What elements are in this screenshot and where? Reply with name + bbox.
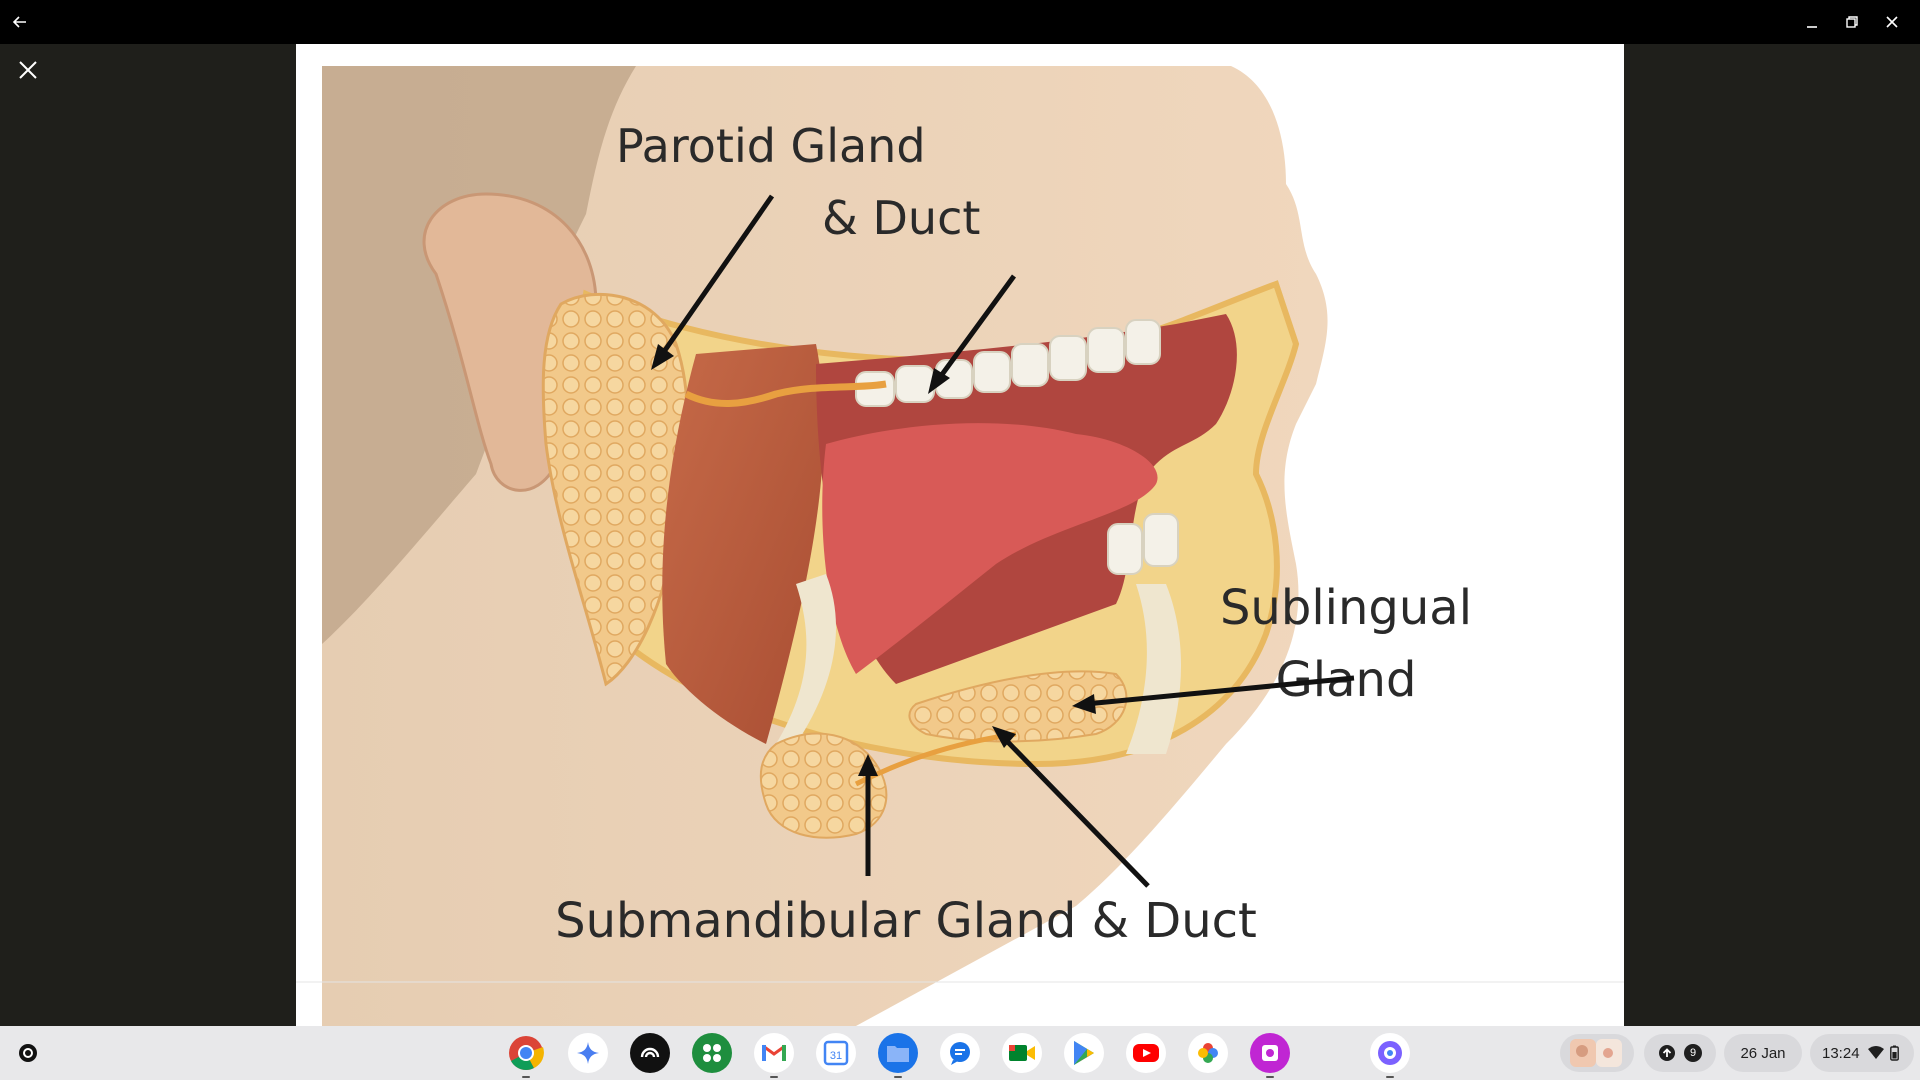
- notification-count: 9: [1684, 1044, 1702, 1062]
- date-text: 26 Jan: [1740, 1044, 1786, 1062]
- parotid-duct: [684, 380, 887, 407]
- sublingual-gland: [908, 670, 1128, 743]
- battery-icon: [1889, 1045, 1899, 1061]
- youtube-app[interactable]: [1126, 1033, 1166, 1073]
- image-viewer: Parotid Gland & Duct Sublingual Gland Su…: [0, 44, 1920, 1049]
- screen-recorder-icon: [1262, 1045, 1278, 1061]
- submandibular-gland: [759, 732, 888, 839]
- launcher-button[interactable]: [10, 1035, 46, 1071]
- podcast-icon: [640, 1047, 660, 1058]
- diagram-image: Parotid Gland & Duct Sublingual Gland Su…: [296, 44, 1624, 1026]
- status-tray-button[interactable]: 13:24: [1810, 1034, 1914, 1072]
- play-store-icon: [1074, 1041, 1094, 1065]
- close-icon: [19, 61, 37, 79]
- photos-icon: [1198, 1043, 1218, 1063]
- holding-space-button[interactable]: [1560, 1034, 1634, 1072]
- gmail-icon: [762, 1044, 786, 1061]
- restore-icon: [1846, 16, 1858, 28]
- minimize-button[interactable]: [1796, 6, 1828, 38]
- meet-app[interactable]: [1002, 1033, 1042, 1073]
- gmail-app[interactable]: [754, 1033, 794, 1078]
- submandibular-duct: [854, 731, 1017, 787]
- files-icon: [887, 1046, 909, 1062]
- gemini-app[interactable]: [568, 1033, 608, 1073]
- jaw-bone: [776, 574, 836, 744]
- messages-app[interactable]: [940, 1033, 980, 1073]
- upload-icon: [1659, 1045, 1675, 1061]
- lower-teeth: [1107, 513, 1179, 575]
- photos-app[interactable]: [1188, 1033, 1228, 1073]
- meet-icon: [1009, 1045, 1035, 1061]
- files-app[interactable]: [878, 1033, 918, 1078]
- arrow-left-icon: [12, 16, 26, 28]
- screen-recorder-app[interactable]: [1250, 1033, 1290, 1078]
- podcast-app[interactable]: [630, 1033, 670, 1073]
- camera-app[interactable]: [1370, 1033, 1410, 1078]
- youtube-icon: [1133, 1044, 1159, 1062]
- time-text: 13:24: [1822, 1044, 1860, 1062]
- close-icon: [1886, 16, 1898, 28]
- viewer-close-button[interactable]: [10, 52, 46, 88]
- label-parotid-line1: Parotid Gland: [616, 119, 926, 173]
- masseter-muscle: [662, 344, 824, 744]
- calendar-app[interactable]: 31: [816, 1033, 856, 1073]
- back-button[interactable]: [4, 6, 36, 38]
- label-sublingual-line1: Sublingual: [1220, 580, 1472, 636]
- shelf: 31 9 26 Jan 13:24: [0, 1026, 1920, 1080]
- window-titlebar: [0, 0, 1920, 44]
- messages-icon: [950, 1042, 970, 1065]
- jaw-bone-front: [1126, 584, 1181, 754]
- label-parotid-line2: & Duct: [822, 191, 980, 245]
- tongue: [822, 423, 1158, 674]
- chrome-app[interactable]: [506, 1033, 546, 1078]
- label-submandibular: Submandibular Gland & Duct: [555, 893, 1257, 949]
- window-close-button[interactable]: [1876, 6, 1908, 38]
- restore-button[interactable]: [1836, 6, 1868, 38]
- salivary-glands-diagram: Parotid Gland & Duct Sublingual Gland Su…: [296, 44, 1624, 1026]
- gemini-icon: [577, 1042, 599, 1064]
- calendar-icon: 31: [823, 1040, 849, 1066]
- wifi-icon: [1867, 1046, 1884, 1059]
- play-store-app[interactable]: [1064, 1033, 1104, 1073]
- date-tray-button[interactable]: 26 Jan: [1724, 1034, 1802, 1072]
- camera-icon: [1378, 1041, 1402, 1065]
- recent-files-icon: [1570, 1039, 1622, 1067]
- minimize-icon: [1807, 26, 1817, 28]
- apps-grid-app[interactable]: [692, 1033, 732, 1073]
- notification-button[interactable]: 9: [1644, 1034, 1716, 1072]
- chrome-icon: [509, 1036, 544, 1070]
- pointer-arrows: [651, 194, 1355, 888]
- apps-grid-icon: [703, 1044, 721, 1062]
- launcher-icon: [19, 1044, 37, 1062]
- svg-text:31: 31: [830, 1050, 842, 1062]
